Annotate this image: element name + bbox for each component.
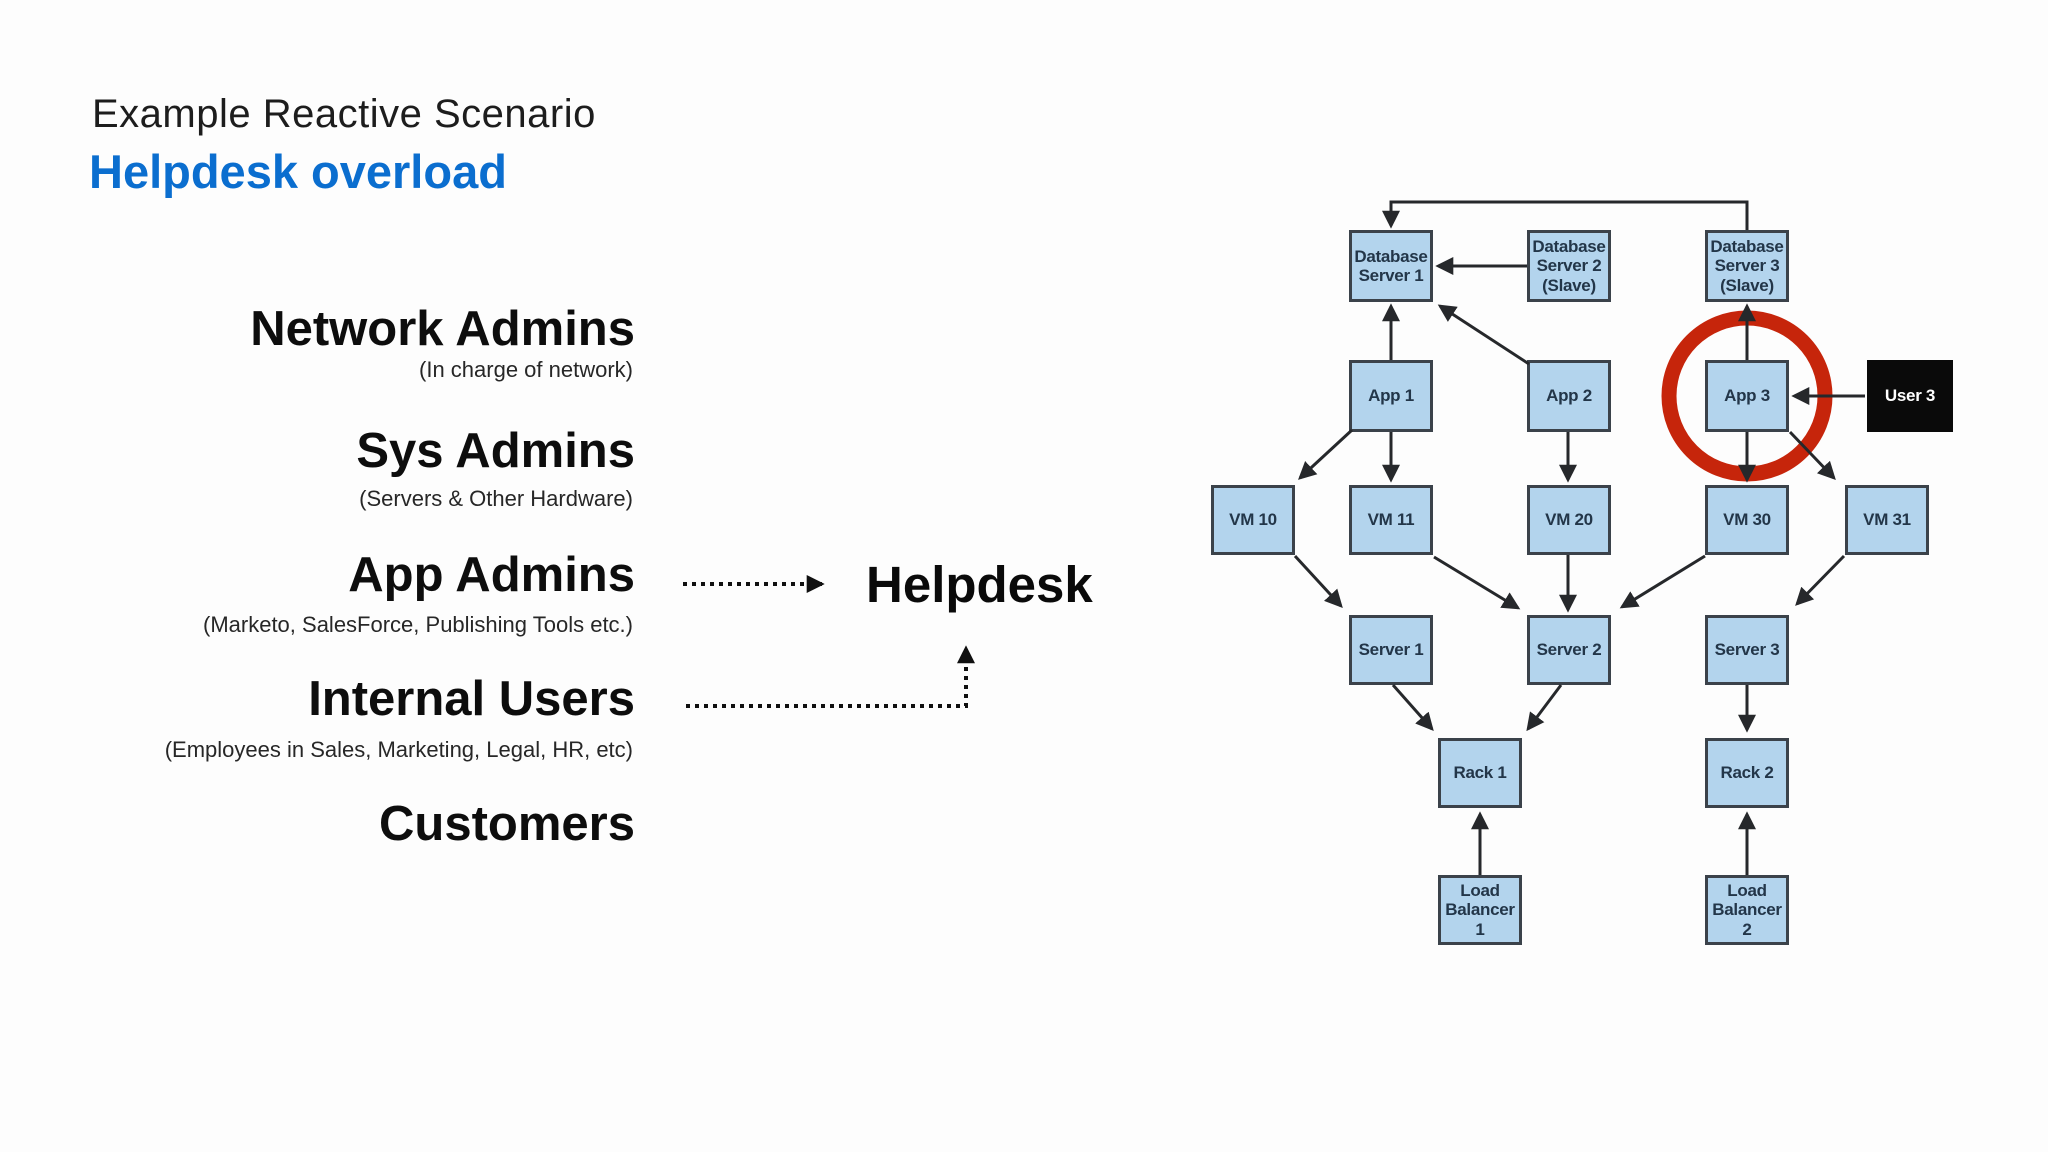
node-app-2: App 2 xyxy=(1527,360,1611,432)
node-vm-11: VM 11 xyxy=(1349,485,1433,555)
node-vm-20: VM 20 xyxy=(1527,485,1611,555)
role-internal-users: Internal Users xyxy=(308,672,635,726)
node-vm-30: VM 30 xyxy=(1705,485,1789,555)
role-sys-admins: Sys Admins xyxy=(356,424,635,478)
node-load-balancer-1: Load Balancer 1 xyxy=(1438,875,1522,945)
node-app-1: App 1 xyxy=(1349,360,1433,432)
node-database-server-3: Database Server 3 (Slave) xyxy=(1705,230,1789,302)
page-subtitle: Helpdesk overload xyxy=(89,145,507,198)
role-network-admins-caption: (In charge of network) xyxy=(419,357,633,382)
node-database-server-2: Database Server 2 (Slave) xyxy=(1527,230,1611,302)
node-server-1: Server 1 xyxy=(1349,615,1433,685)
node-app-3: App 3 xyxy=(1705,360,1789,432)
node-rack-1: Rack 1 xyxy=(1438,738,1522,808)
helpdesk-label: Helpdesk xyxy=(866,556,1093,613)
node-load-balancer-2: Load Balancer 2 xyxy=(1705,875,1789,945)
node-vm-10: VM 10 xyxy=(1211,485,1295,555)
role-internal-users-caption: (Employees in Sales, Marketing, Legal, H… xyxy=(164,737,633,762)
node-rack-2: Rack 2 xyxy=(1705,738,1789,808)
role-app-admins-caption: (Marketo, SalesForce, Publishing Tools e… xyxy=(203,612,633,637)
role-network-admins: Network Admins xyxy=(250,302,635,356)
node-server-3: Server 3 xyxy=(1705,615,1789,685)
role-customers: Customers xyxy=(379,797,635,851)
node-user-3: User 3 xyxy=(1867,360,1953,432)
node-database-server-1: Database Server 1 xyxy=(1349,230,1433,302)
node-vm-31: VM 31 xyxy=(1845,485,1929,555)
role-sys-admins-caption: (Servers & Other Hardware) xyxy=(359,486,633,511)
role-app-admins: App Admins xyxy=(348,548,635,602)
page-title: Example Reactive Scenario xyxy=(92,92,596,136)
node-server-2: Server 2 xyxy=(1527,615,1611,685)
